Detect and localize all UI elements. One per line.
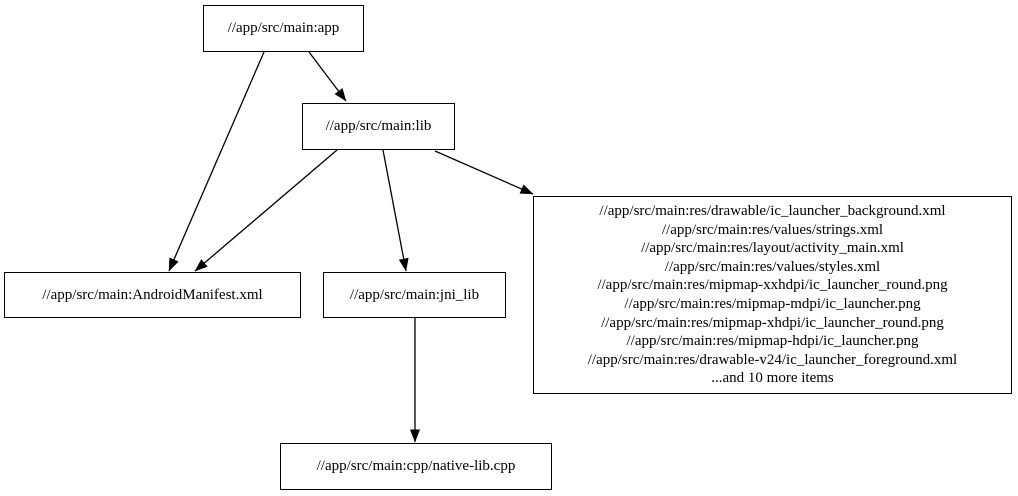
node-lib-label: //app/src/main:lib: [325, 118, 432, 134]
res-file-line: //app/src/main:res/mipmap-hdpi/ic_launch…: [626, 333, 919, 350]
res-file-line: //app/src/main:res/values/strings.xml: [661, 221, 884, 238]
node-jni-lib-label: //app/src/main:jni_lib: [349, 286, 480, 303]
res-file-line: //app/src/main:res/mipmap-xhdpi/ic_launc…: [601, 314, 944, 331]
edge-lib-to-res-group: [434, 150, 534, 195]
res-file-line: //app/src/main:res/mipmap-mdpi/ic_launch…: [624, 296, 921, 312]
node-app-label: //app/src/main:app: [227, 20, 340, 36]
node-app: //app/src/main:app: [203, 5, 364, 52]
node-androidmanifest: //app/src/main:AndroidManifest.xml: [4, 272, 301, 318]
res-file-line: //app/src/main:res/layout/activity_main.…: [641, 240, 904, 257]
res-file-line: //app/src/main:res/drawable-v24/ic_launc…: [587, 351, 958, 368]
res-file-line: //app/src/main:res/drawable/ic_launcher_…: [599, 203, 946, 220]
edge-lib-to-androidmanifest: [194, 149, 338, 272]
res-file-line: //app/src/main:res/mipmap-xxhdpi/ic_laun…: [597, 277, 948, 294]
node-jni-lib: //app/src/main:jni_lib: [323, 272, 506, 318]
node-androidmanifest-label: //app/src/main:AndroidManifest.xml: [42, 286, 263, 303]
edge-app-to-lib: [308, 51, 347, 102]
node-res-file-group: //app/src/main:res/drawable/ic_launcher_…: [533, 196, 1012, 394]
node-lib: //app/src/main:lib: [302, 103, 455, 150]
res-file-line: //app/src/main:res/values/styles.xml: [664, 258, 881, 275]
edge-lib-to-jni-lib: [382, 149, 409, 272]
node-native-lib: //app/src/main:cpp/native-lib.cpp: [280, 443, 552, 490]
node-native-lib-label: //app/src/main:cpp/native-lib.cpp: [316, 458, 516, 474]
res-more-items-line: ...and 10 more items: [711, 370, 834, 387]
edge-app-to-androidmanifest: [168, 51, 265, 272]
